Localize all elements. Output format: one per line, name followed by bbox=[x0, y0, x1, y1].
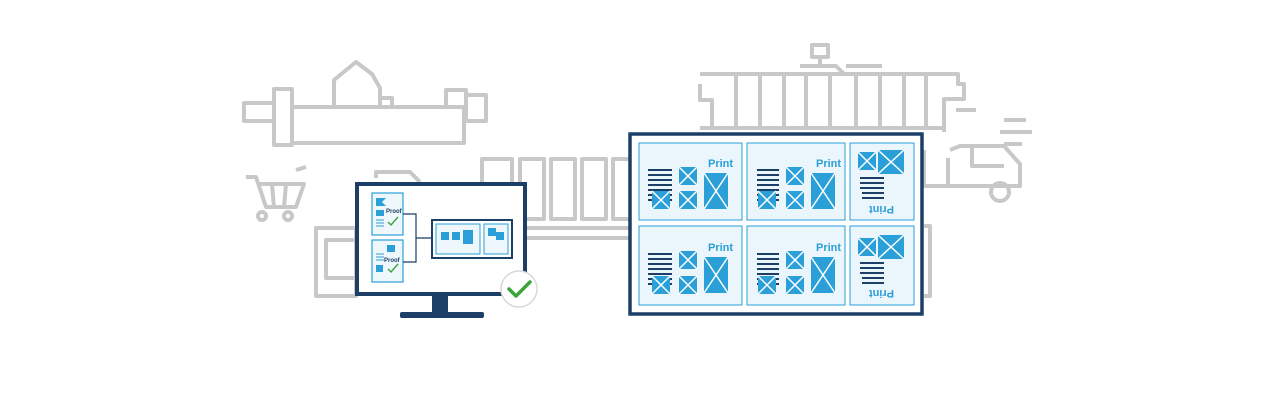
proof-page-top: Proof bbox=[371, 192, 404, 236]
proof-label: Proof bbox=[386, 209, 403, 215]
proof-page-bottom: Proof bbox=[371, 239, 404, 283]
print-label: Print bbox=[708, 158, 733, 170]
print-label-2: Print bbox=[816, 158, 841, 170]
print-label-6: Print bbox=[869, 287, 894, 299]
sheet-page-5: Print bbox=[746, 225, 846, 306]
print-label-4: Print bbox=[708, 242, 733, 254]
proof-label-2: Proof bbox=[384, 258, 401, 264]
print-label-3: Print bbox=[869, 203, 894, 215]
shopping-cart-icon bbox=[246, 165, 307, 222]
sheet-page-4: Print bbox=[638, 225, 743, 306]
sheet-page-1: Print bbox=[638, 142, 743, 221]
sheet-page-2: Print bbox=[746, 142, 846, 221]
monitor-icon: Proof Proof bbox=[355, 182, 527, 318]
production-line bbox=[242, 43, 1032, 298]
press-icon bbox=[698, 43, 966, 132]
checkmark-icon bbox=[500, 270, 538, 308]
imposition-sheet: Print Print Print bbox=[628, 132, 924, 316]
print-label-5: Print bbox=[816, 242, 841, 254]
sheet-page-6: Print bbox=[849, 225, 915, 306]
sheet-page-3: Print bbox=[849, 142, 915, 221]
delivery-truck-icon bbox=[922, 108, 1032, 298]
